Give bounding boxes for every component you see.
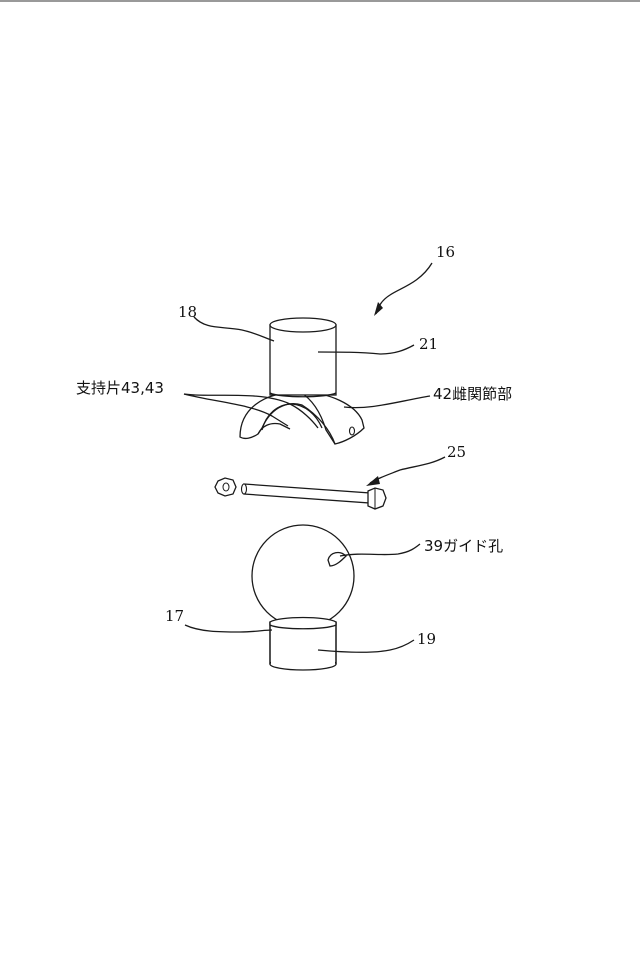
leader-17 [185, 625, 272, 632]
label-guide-hole: 39ガイド孔 [424, 537, 503, 555]
upper-pipe-top [270, 318, 336, 332]
label-21: 21 [419, 335, 438, 353]
label-18: 18 [178, 303, 197, 321]
label-16: 16 [436, 243, 455, 261]
leader-42 [344, 396, 430, 408]
ball-joint [252, 525, 354, 627]
label-female-joint: 42雌関節部 [433, 385, 512, 403]
leader-39 [340, 544, 420, 556]
female-joint-saddle [240, 392, 364, 444]
nut [215, 478, 236, 496]
bolt-end [242, 484, 247, 494]
upper-member [240, 318, 364, 444]
lower-member [252, 525, 354, 670]
lower-pipe-cover [271, 640, 335, 664]
lower-pipe-top-edge [270, 618, 336, 629]
label-17: 17 [165, 607, 184, 625]
bolt-head [368, 488, 386, 509]
leader-25 [370, 457, 445, 483]
label-19: 19 [417, 630, 436, 648]
leader-18 [194, 317, 274, 341]
bolt-shaft [244, 484, 370, 503]
upper-pipe-body [270, 325, 336, 395]
label-25: 25 [447, 443, 466, 461]
label-support-pieces: 支持片43,43 [76, 379, 164, 397]
arrowhead-25 [366, 476, 380, 486]
arrowhead-16 [374, 302, 383, 316]
leader-16 [376, 263, 432, 314]
bolt-assembly [215, 478, 386, 509]
